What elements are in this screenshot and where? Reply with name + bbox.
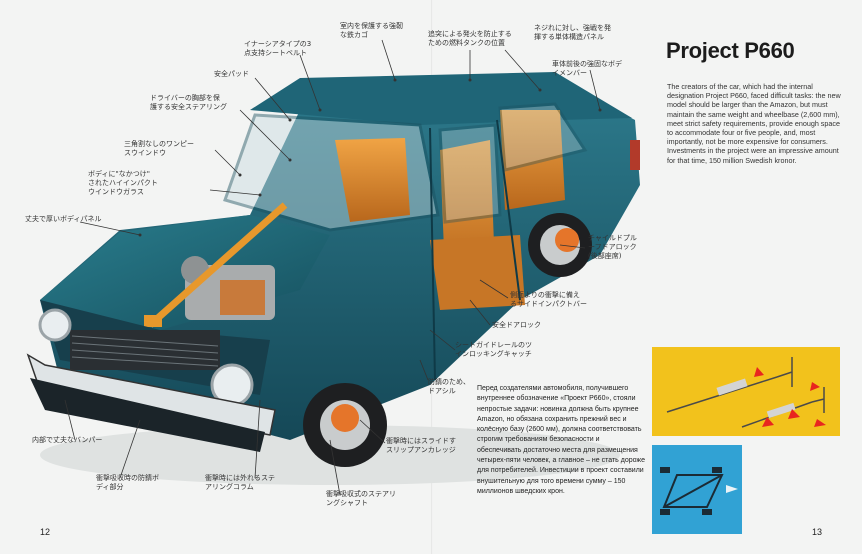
chassis-diagram-panel (652, 445, 742, 534)
label-steering-column: 衝撃時には外れるステ アリングコラム (205, 474, 275, 491)
label-fuel-tank: 追突による発火を防止する ための燃料タンクの位置 (428, 30, 512, 47)
label-roll-cage: 室内を保護する強靭 な鉄カゴ (340, 22, 403, 39)
body-text-russian: Перед создателями автомобиля, получившег… (477, 385, 645, 495)
page-title: Project P660 (666, 38, 795, 63)
label-safety-door-lock: 安全ドアロック (492, 321, 541, 329)
label-slip-anchorage: 衝撃時にはスライドす スリップアンカレッジ (386, 437, 456, 454)
label-child-lock: チャイルドプル ーフドアロック (後部座席) (588, 234, 637, 260)
body-text-english: The creators of the car, which had the i… (667, 82, 841, 165)
label-crumple-zone: 衝撃吸収時の防錆ボ ディ部分 (96, 474, 159, 491)
label-body-panel: ネジれに対し、強戦を発 揮する単体構造パネル (534, 24, 611, 41)
label-seat-rail-catch: シートガイドレールのツ インロッキングキャッチ (455, 341, 532, 358)
label-door-sill: 防錆のため、 ドアシル (428, 378, 470, 395)
page-number-left: 12 (40, 527, 51, 537)
label-thick-body-panel: 丈夫で厚いボディパネル (25, 215, 102, 223)
label-seat-belt: イナーシアタイプの3 点支持シートベルト (244, 40, 312, 57)
chassis-frame-diagram (660, 467, 738, 515)
label-bumper: 内部で丈夫なバンパー (32, 436, 103, 444)
label-steering-wheel: ドライバーの胸部を保 護する安全ステアリング (150, 94, 227, 111)
label-high-impact-glass: ボディに"なかつけ" されたハイインパクト ウインドウガラス (88, 170, 158, 196)
label-windshield: 三角割なしのワンピー スウインドウ (124, 140, 194, 157)
page-number-right: 13 (812, 527, 823, 537)
collapsible-steering-diagram (666, 357, 826, 428)
label-body-member: 車体前後の強固なボデ イメンバー (552, 60, 622, 77)
steering-diagram-panel (652, 347, 840, 436)
label-safety-pad: 安全パッド (214, 70, 249, 78)
label-steering-shaft: 衝撃吸収式のステアリ ングシャフト (326, 490, 396, 507)
label-side-impact-bar: 側面よりの衝撃に備え るサイドインパクトバー (510, 291, 587, 308)
